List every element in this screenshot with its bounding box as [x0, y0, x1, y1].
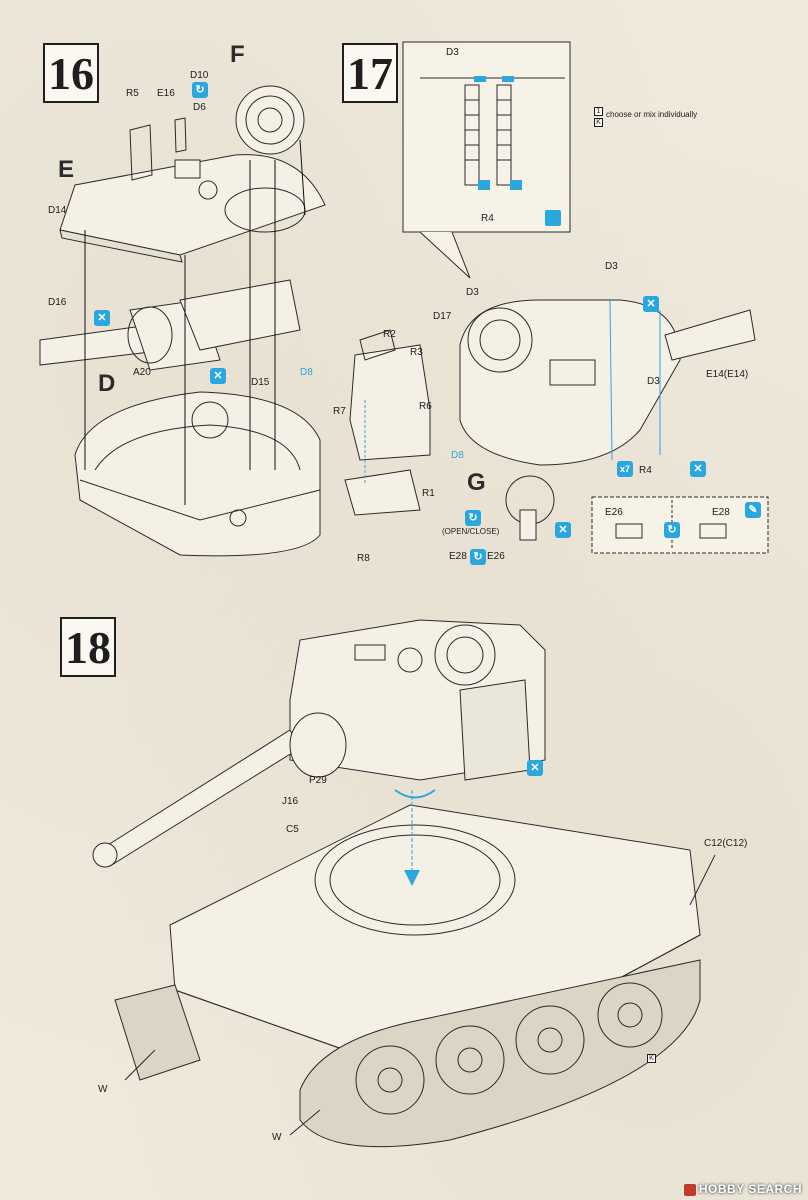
subassembly-g: G: [467, 469, 486, 496]
part-label-d3-left: D3: [466, 287, 479, 298]
option-note: choose or mix individually: [606, 110, 698, 119]
part-label-p29: P29: [309, 775, 327, 786]
option-label-e26: E26: [605, 507, 623, 518]
part-label-d14: D14: [48, 205, 67, 216]
part-label-r3: R3: [410, 347, 423, 358]
part-label-d15: D15: [251, 377, 270, 388]
step-number-17: 17: [342, 43, 398, 103]
part-label-d3-top: D3: [605, 261, 618, 272]
part-label-d3-side: D3: [647, 376, 660, 387]
part-label-c12: C12(C12): [704, 838, 748, 849]
open-close-note: (OPEN/CLOSE): [442, 527, 500, 536]
hobby-search-watermark: HOBBY SEARCH: [683, 1182, 802, 1196]
part-label-r1: R1: [422, 488, 435, 499]
paint-icon-option: ✎: [745, 502, 761, 518]
part-label-e16: E16: [157, 88, 175, 99]
inset-label-d3: D3: [446, 47, 459, 58]
part-label-d17: D17: [433, 311, 452, 322]
part-label-j16: J16: [282, 796, 299, 807]
glue-icon-d16: ✕: [94, 310, 110, 326]
option-box-k: K: [594, 118, 603, 127]
part-label-r5: R5: [126, 88, 139, 99]
step-number-18: 18: [60, 617, 116, 677]
part-label-r6: R6: [419, 401, 432, 412]
part-label-e26: E26: [487, 551, 505, 562]
glue-icon-d3: ✕: [643, 296, 659, 312]
part-label-e28: E28: [449, 551, 467, 562]
part-label-d6: D6: [193, 102, 206, 113]
part-label-w-left: W: [98, 1084, 108, 1095]
part-label-w-bottom: W: [272, 1132, 282, 1143]
step-number-16: 16: [43, 43, 99, 103]
quantity-badge-x7: x7: [617, 461, 633, 477]
part-label-r7: R7: [333, 406, 346, 417]
rotate-icon-option: ↻: [664, 522, 680, 538]
glue-icon-d15: ✕: [210, 368, 226, 384]
part-label-r8: R8: [357, 553, 370, 564]
rotate-icon-hatch: ↻: [465, 510, 481, 526]
watermark-text: HOBBY SEARCH: [698, 1182, 802, 1196]
part-label-d16: D16: [48, 297, 67, 308]
part-label-d8-step16: D8: [300, 367, 313, 378]
part-label-c5: C5: [286, 824, 299, 835]
option-box-1: 1: [594, 107, 603, 116]
subassembly-f: F: [230, 41, 245, 68]
glue-icon-turret: ✕: [527, 760, 543, 776]
subassembly-e: E: [58, 156, 75, 183]
inset-label-r4: R4: [481, 213, 494, 224]
option-label-e28: E28: [712, 507, 730, 518]
rotate-icon-e28: ↻: [470, 549, 486, 565]
option-box-k-hull: K: [647, 1054, 656, 1063]
glue-icon-hatch: ✕: [555, 522, 571, 538]
part-label-d8-step17: D8: [451, 450, 464, 461]
rotate-icon-d10: ↻: [192, 82, 208, 98]
glue-icon-r4: ✕: [690, 461, 706, 477]
part-label-d10: D10: [190, 70, 209, 81]
part-label-r2: R2: [383, 329, 396, 340]
part-label-a20: A20: [133, 367, 151, 378]
part-label-e14: E14(E14): [706, 369, 749, 380]
subassembly-d: D: [98, 370, 116, 397]
part-label-r4: R4: [639, 465, 652, 476]
hobby-search-logo-icon: [683, 1183, 696, 1196]
